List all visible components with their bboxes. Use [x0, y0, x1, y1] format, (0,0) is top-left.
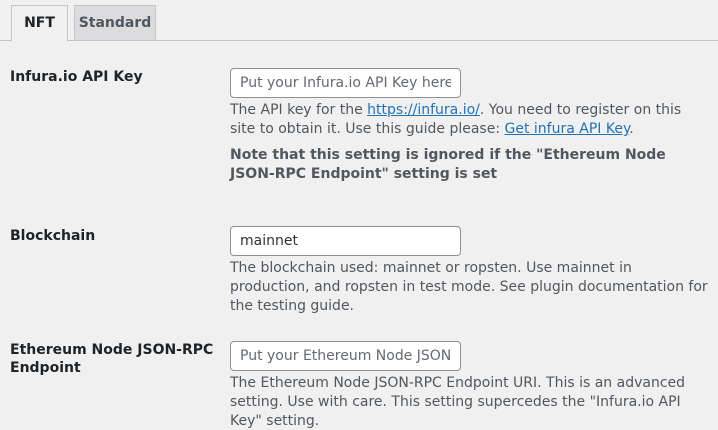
infura-desc-prefix: The API key for the: [230, 102, 368, 118]
infura-desc-suffix: .: [629, 121, 634, 137]
blockchain-description: The blockchain used: mainnet or ropsten.…: [230, 260, 708, 314]
blockchain-label: Blockchain: [10, 228, 96, 244]
endpoint-label: Ethereum Node JSON-RPC Endpoint: [10, 342, 214, 376]
get-infura-api-key-link[interactable]: Get infura API Key: [504, 121, 630, 137]
infura-link[interactable]: https://infura.io/: [367, 102, 480, 118]
infura-desc-middle: . You need to register on this site to o…: [230, 102, 682, 137]
tab-standard[interactable]: Standard: [74, 5, 156, 41]
infura-api-key-input[interactable]: [230, 68, 461, 98]
infura-api-key-note: Note that this setting is ignored if the…: [230, 147, 666, 182]
infura-api-key-label: Infura.io API Key: [10, 69, 143, 85]
settings-tabs: NFT Standard: [0, 0, 718, 42]
endpoint-input[interactable]: [230, 341, 461, 371]
infura-api-key-description: The API key for the https://infura.io/. …: [230, 101, 710, 139]
tab-nft[interactable]: NFT: [11, 5, 68, 42]
endpoint-description: The Ethereum Node JSON-RPC Endpoint URI.…: [230, 375, 686, 429]
blockchain-input[interactable]: [230, 226, 461, 256]
